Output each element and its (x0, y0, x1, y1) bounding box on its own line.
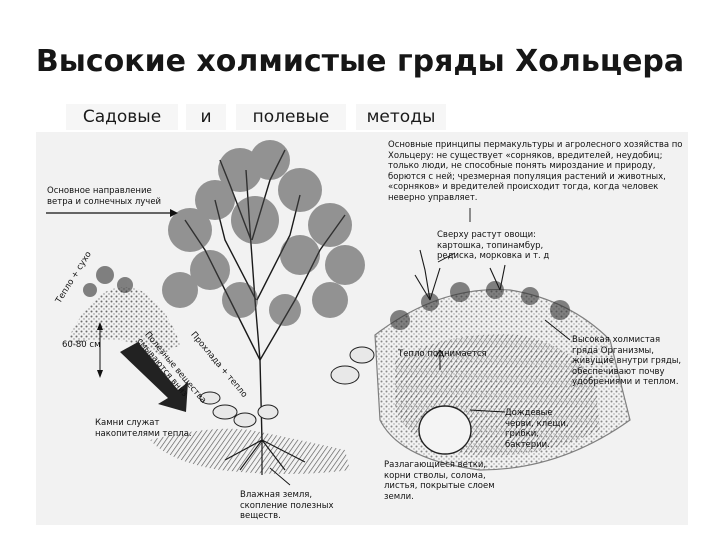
heat-rises-label: Тепло поднимается (398, 349, 487, 359)
vegetables-label: Сверху растут овощи: картошка, топинамбу… (437, 230, 550, 261)
wind-direction-label: Основное направление ветра и солнечных л… (47, 186, 162, 207)
tree-foliage (162, 140, 365, 326)
subtitle-word-garden: Садовые (66, 104, 178, 130)
moist-soil-label: Влажная земля, скопление полезных вещест… (240, 490, 334, 521)
stones-label: Камни служат накопителями тепла. (95, 418, 192, 439)
subtitle-word-and: и (186, 104, 226, 130)
principles-text: Основные принципы пермакультуры и агроле… (388, 140, 683, 203)
heat-arrow (120, 342, 188, 412)
stones (199, 346, 375, 428)
subtitle-word-field: полевые (236, 104, 346, 130)
soil-mound-left (150, 428, 350, 474)
log-cross-section (418, 405, 472, 455)
small-bed (70, 287, 180, 355)
decomposing-label: Разлагающиеся ветки, корни стволы, солом… (384, 460, 495, 502)
height-label: 60-80 см (62, 340, 101, 350)
worms-label: Дождевые черви, клещи, грибки, бактерии. (505, 408, 569, 450)
high-bed-label: Высокая холмистая гряда Организмы, живущ… (572, 335, 682, 387)
page-title: Высокие холмистые гряды Хольцера (35, 44, 685, 79)
subtitle-word-methods: методы (356, 104, 446, 130)
